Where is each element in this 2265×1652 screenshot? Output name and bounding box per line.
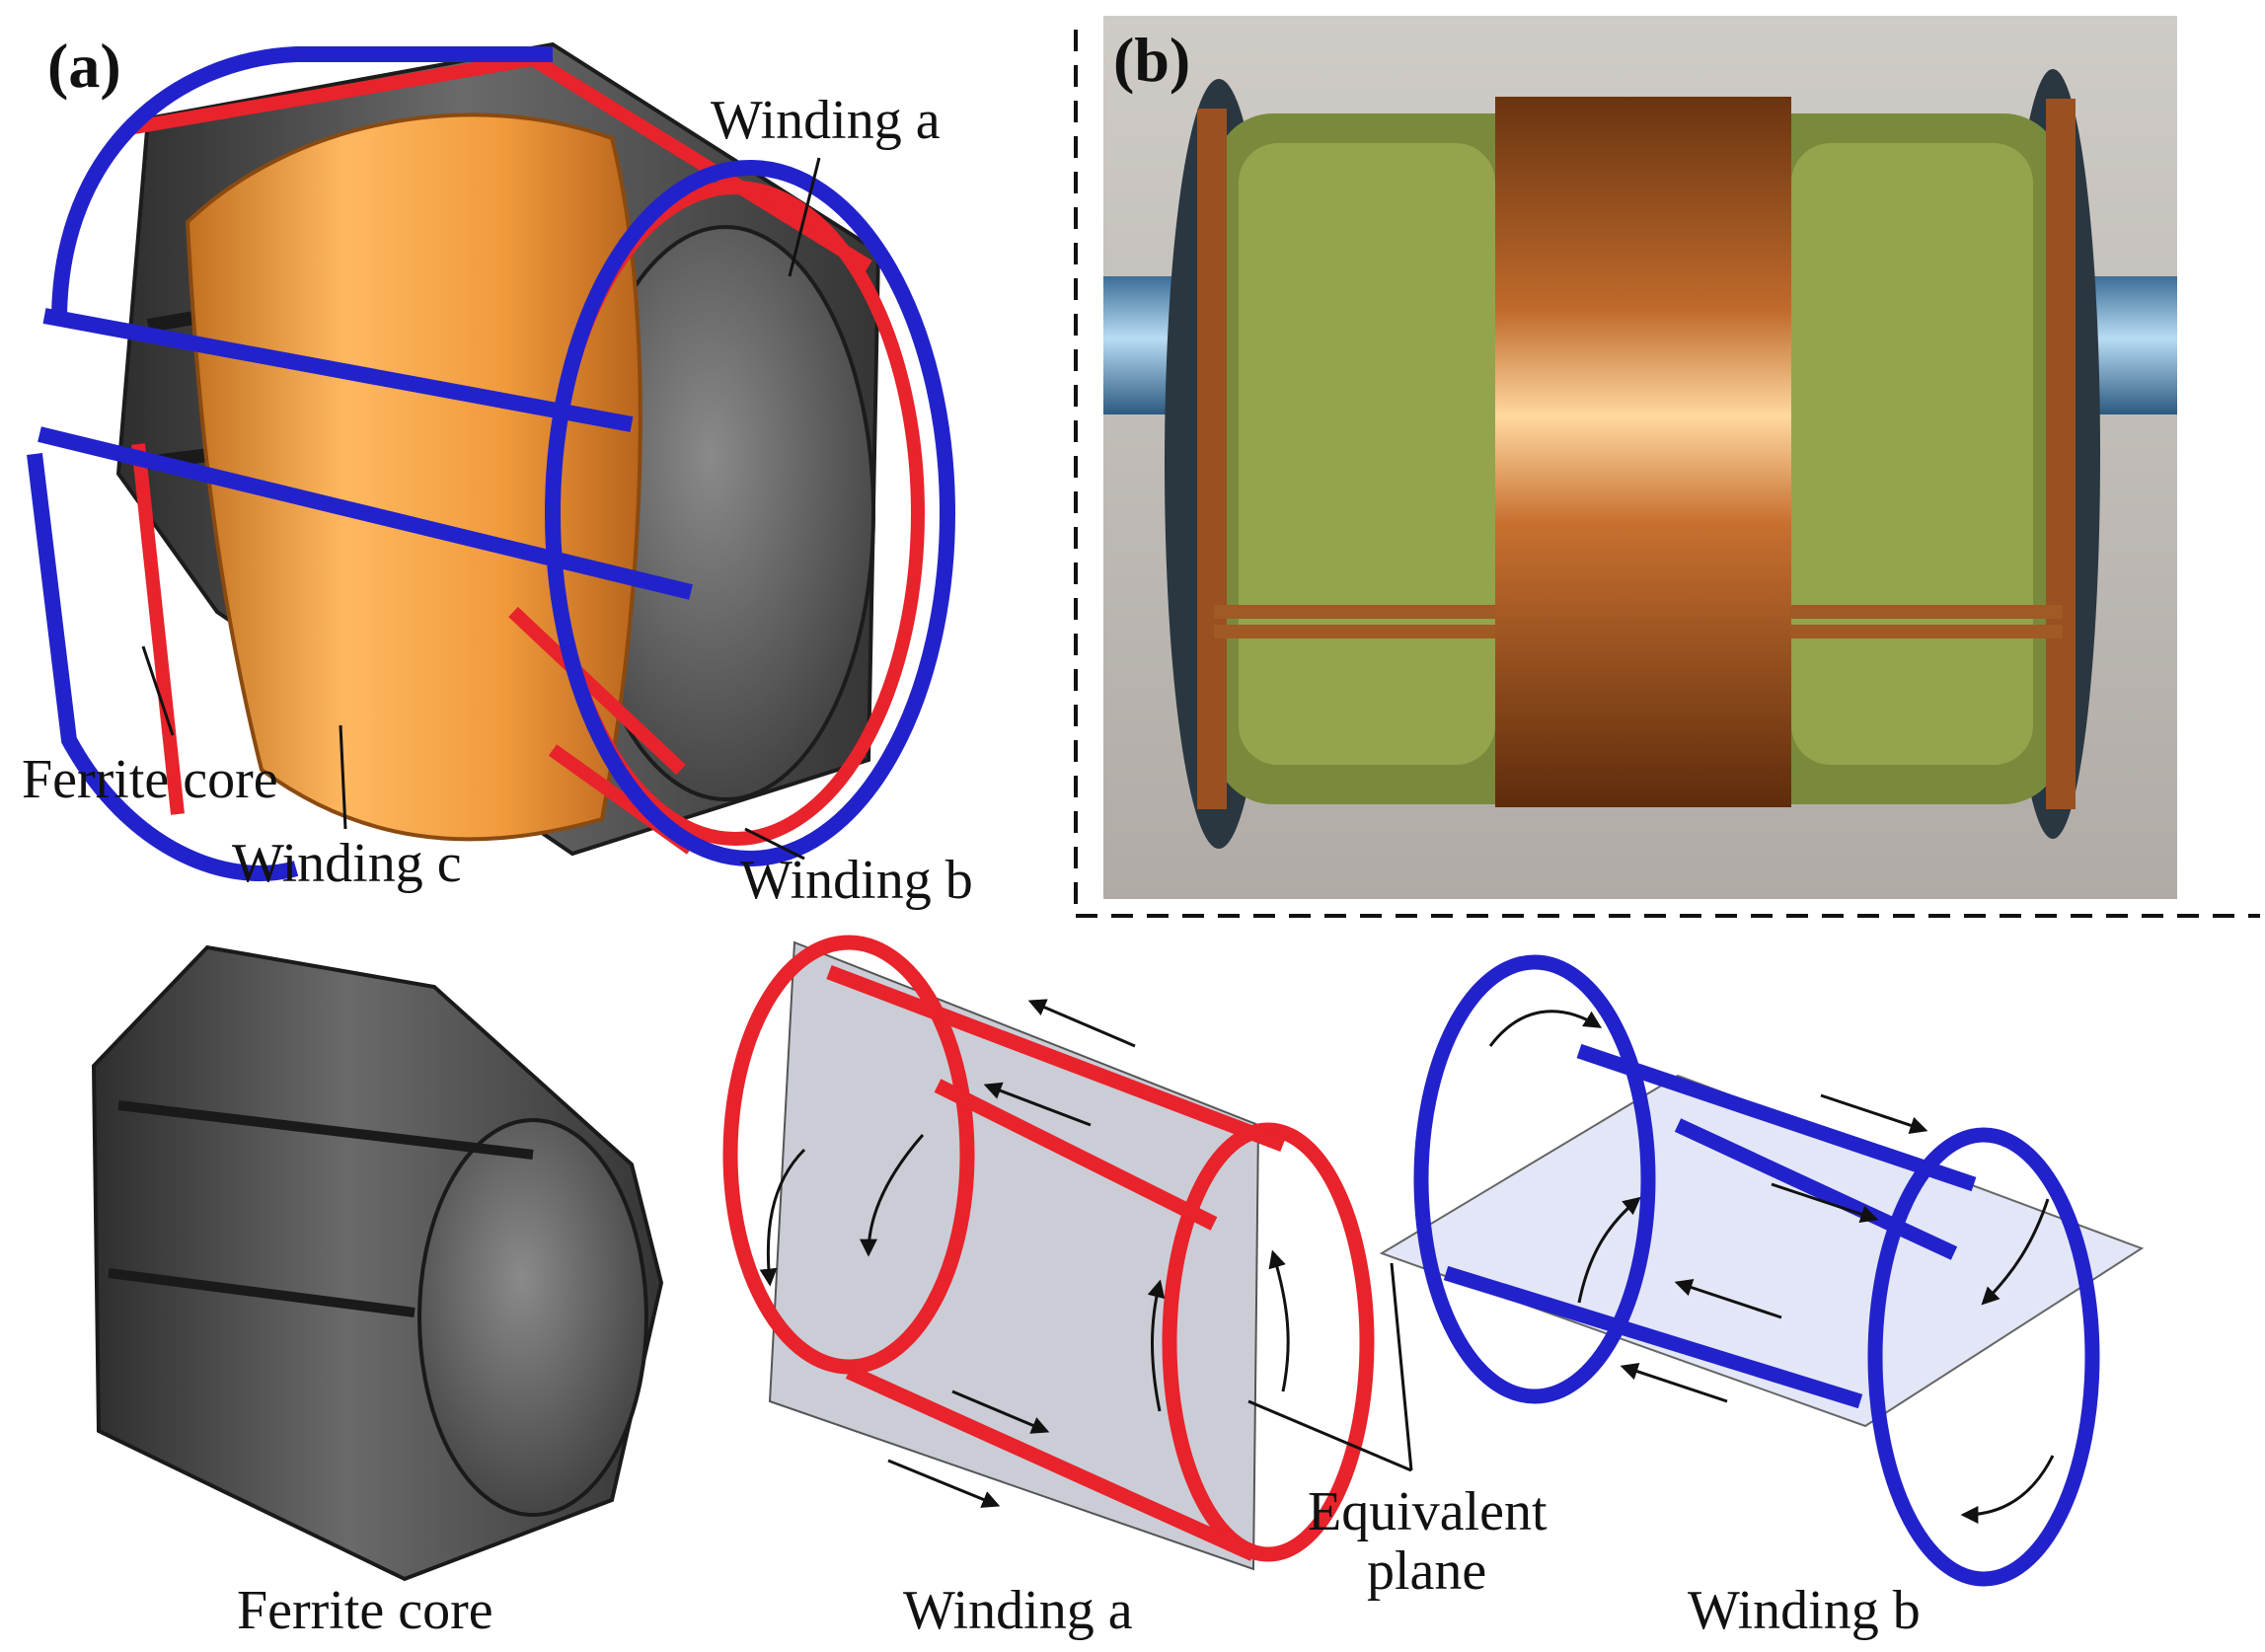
leader-ferrite-core: [141, 645, 175, 736]
winding-b-arrow-right-top: [1981, 1198, 2050, 1306]
photo-tape-right: [1791, 143, 2033, 765]
label-ferrite-core: Ferrite core: [237, 1580, 493, 1641]
exploded-winding-a: [722, 935, 1375, 1571]
winding-b-arrow-top-inner: [1771, 1182, 1879, 1223]
exploded-ferrite-core: [91, 944, 664, 1582]
leader-winding-c: [339, 724, 347, 830]
leader-winding-a: [788, 157, 821, 277]
winding-a-arrow-bottom-outer: [887, 1459, 1001, 1508]
leader-plane-winding-a: [1247, 1399, 1412, 1472]
assembly-winding-b: [27, 46, 955, 881]
winding-b-equivalent-plane: [1379, 1074, 2145, 1428]
winding-a-arrow-left-inner: [860, 1134, 925, 1257]
winding-a-arrow-right-outer: [1268, 1249, 1290, 1392]
callout-ferrite-core: Ferrite core: [22, 749, 278, 810]
winding-b-arrow-center: [1577, 1196, 1641, 1304]
winding-b-arrow-right-bottom: [1960, 1455, 2055, 1524]
winding-a-arrow-right-inner: [1147, 1279, 1166, 1412]
winding-b-arrow-top-outer: [1820, 1093, 1928, 1134]
label-winding-b: Winding b: [1688, 1580, 1921, 1641]
winding-a-arrow-bottom-inner: [951, 1389, 1050, 1434]
winding-a-arrow-left-outer: [759, 1148, 806, 1287]
label-equivalent-plane-line1: Equivalent: [1308, 1481, 1548, 1542]
label-winding-a: Winding a: [903, 1580, 1133, 1641]
winding-b-arrow-left-top: [1488, 1010, 1603, 1047]
callout-winding-b: Winding b: [740, 850, 973, 911]
panel-a-assembly: [27, 41, 955, 881]
photo-end-turns: [1197, 99, 2076, 809]
winding-b-arrow-bottom-outer: [1620, 1363, 1728, 1403]
panel-separators: [1074, 30, 2260, 918]
callout-winding-c: Winding c: [232, 833, 462, 894]
photo-tape-left: [1239, 143, 1495, 765]
panel-b-photo: [1103, 16, 2177, 899]
leader-winding-b: [744, 827, 805, 861]
winding-a-arrow-top-inner: [983, 1082, 1092, 1127]
leader-plane-winding-b: [1390, 1262, 1413, 1471]
exploded-winding-b: [1379, 954, 2145, 1587]
equivalent-plane-leaders: [1247, 1262, 1413, 1472]
winding-b-arrow-bottom-inner: [1674, 1279, 1782, 1319]
label-equivalent-plane-line2: plane: [1367, 1540, 1486, 1602]
winding-a-equivalent-plane: [768, 940, 1260, 1571]
callout-leaders: [141, 157, 821, 861]
winding-a-arrow-top-outer: [1027, 999, 1136, 1048]
panel-b-label: (b): [1113, 25, 1190, 95]
assembly-winding-c-band: [185, 113, 642, 842]
photo-center-band: [1495, 97, 1791, 807]
callout-winding-a: Winding a: [711, 90, 941, 151]
panel-a-label: (a): [47, 31, 121, 101]
